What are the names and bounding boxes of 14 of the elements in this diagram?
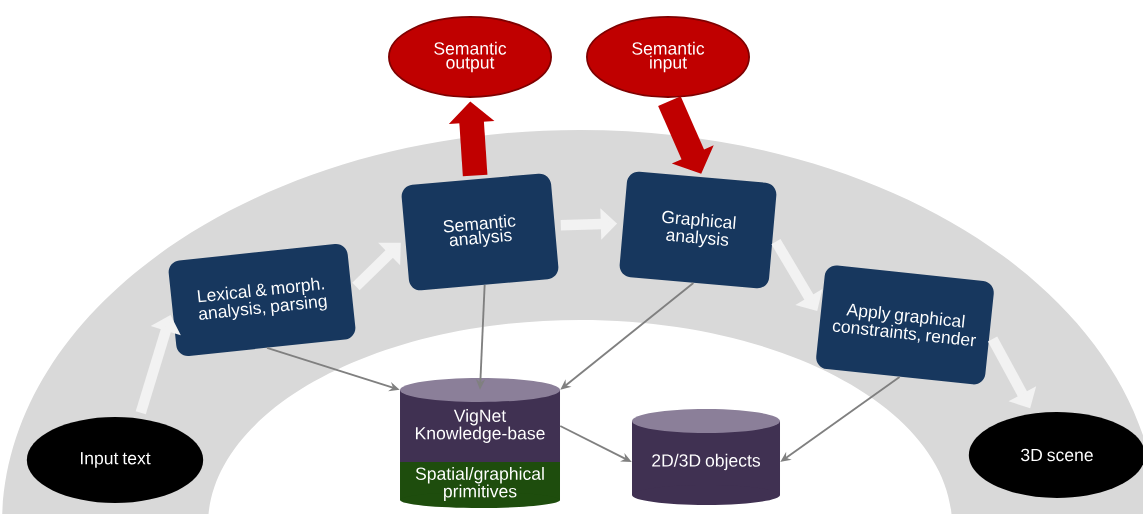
database-layer: Spatial/graphical primitives: [400, 462, 560, 508]
process-box: Lexical & morph. analysis, parsing: [168, 244, 356, 356]
oval-terminal: Input text: [26, 417, 204, 503]
arrow: [658, 96, 714, 174]
process-box: Semantic analysis: [401, 173, 559, 291]
arrow: [771, 238, 823, 311]
process-box: Apply graphical constraints, render: [816, 265, 994, 385]
oval-terminal: Semantic output: [388, 16, 552, 98]
database-cylinder: 2D/3D objects: [632, 409, 780, 505]
oval-terminal: 3D scene: [968, 412, 1143, 498]
process-box: Graphical analysis: [619, 171, 777, 289]
arrow: [352, 242, 401, 291]
database-cylinder: VigNet Knowledge-base: [400, 378, 560, 462]
oval-terminal: Semantic input: [586, 16, 750, 98]
